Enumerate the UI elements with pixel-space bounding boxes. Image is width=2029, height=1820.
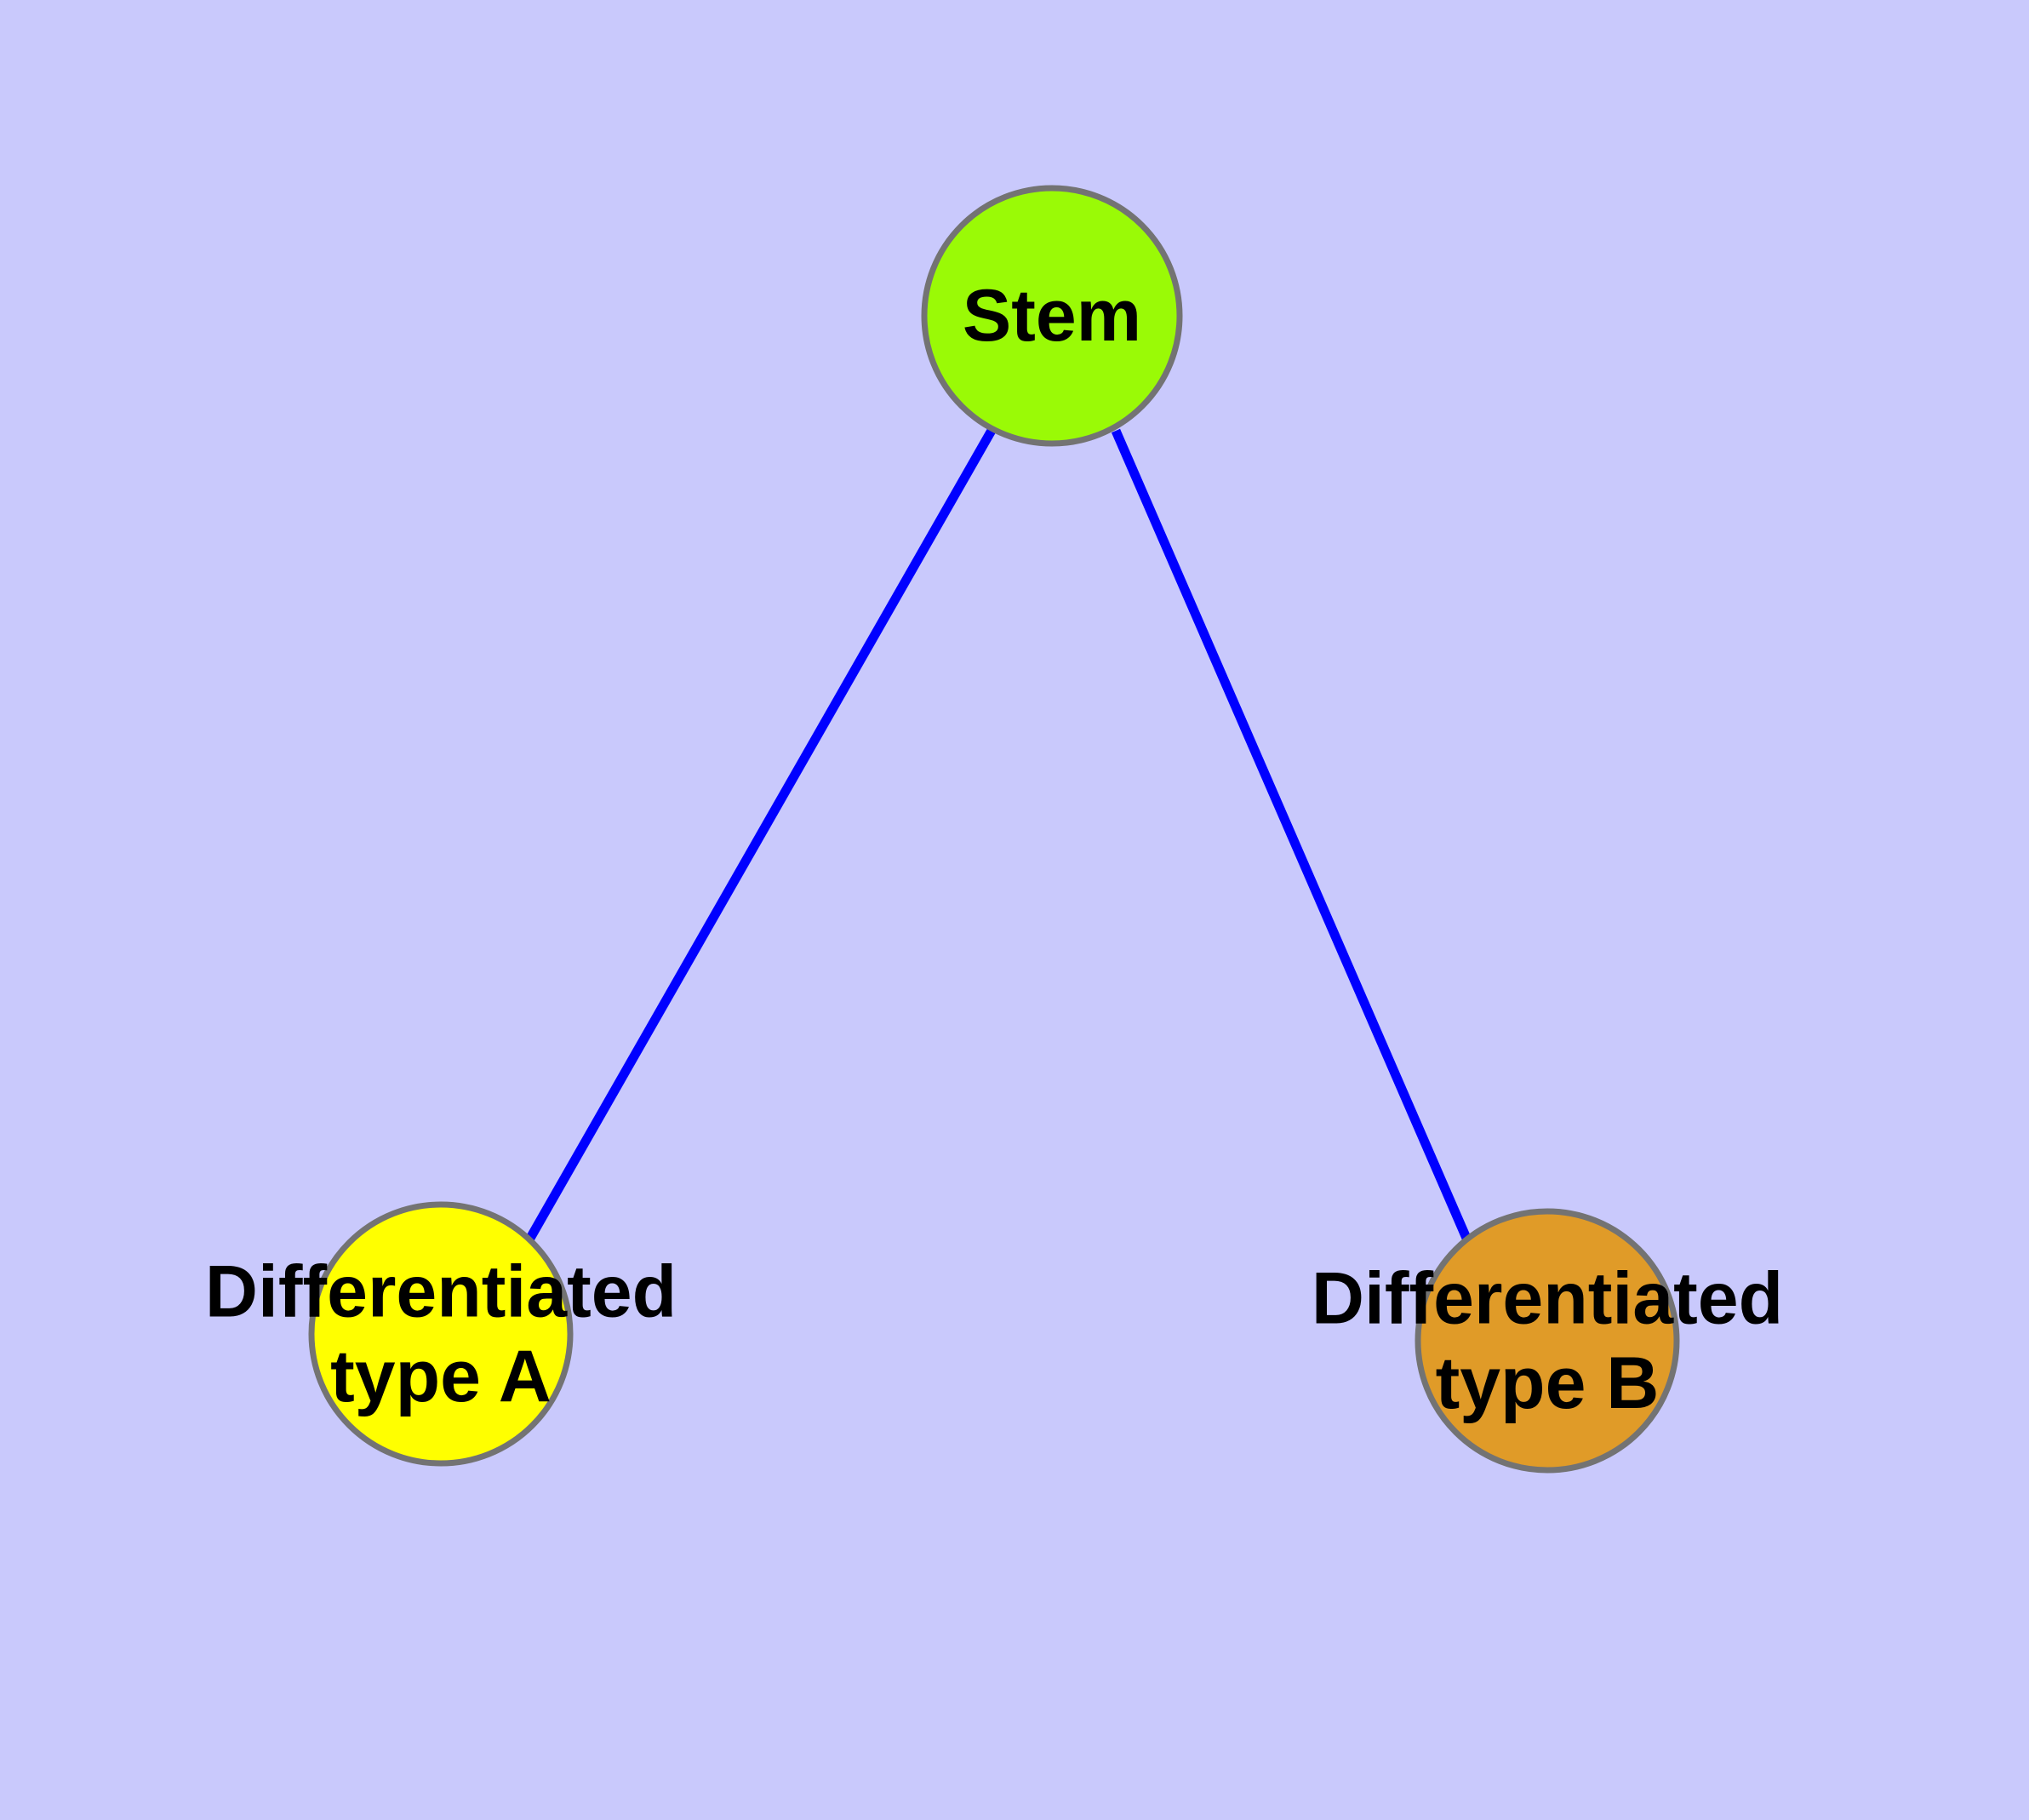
node-differentiated-type-b-circle[interactable] [1415,1208,1680,1474]
node-differentiated-type-a-label-line1: Differentiated [205,1251,677,1332]
node-differentiated-type-b-label-line2: type B [1436,1342,1660,1424]
label-layer: Stem Differentiated type A Differentiate… [205,275,1783,1424]
node-stem-circle[interactable] [921,185,1183,447]
node-differentiated-type-a[interactable] [308,1201,574,1467]
node-differentiated-type-a-label-line2: type A [330,1336,552,1417]
node-stem[interactable] [921,185,1183,447]
node-differentiated-type-b[interactable] [1415,1208,1680,1474]
node-differentiated-type-a-circle[interactable] [308,1201,574,1467]
node-layer [308,185,1680,1474]
node-differentiated-type-b-label-line1: Differentiated [1312,1257,1783,1339]
edge-layer [524,426,1473,1245]
edge-stem-to-differentiated-type-a[interactable] [524,426,997,1244]
edge-stem-to-differentiated-type-b[interactable] [1111,428,1473,1245]
node-stem-label: Stem [963,275,1141,357]
